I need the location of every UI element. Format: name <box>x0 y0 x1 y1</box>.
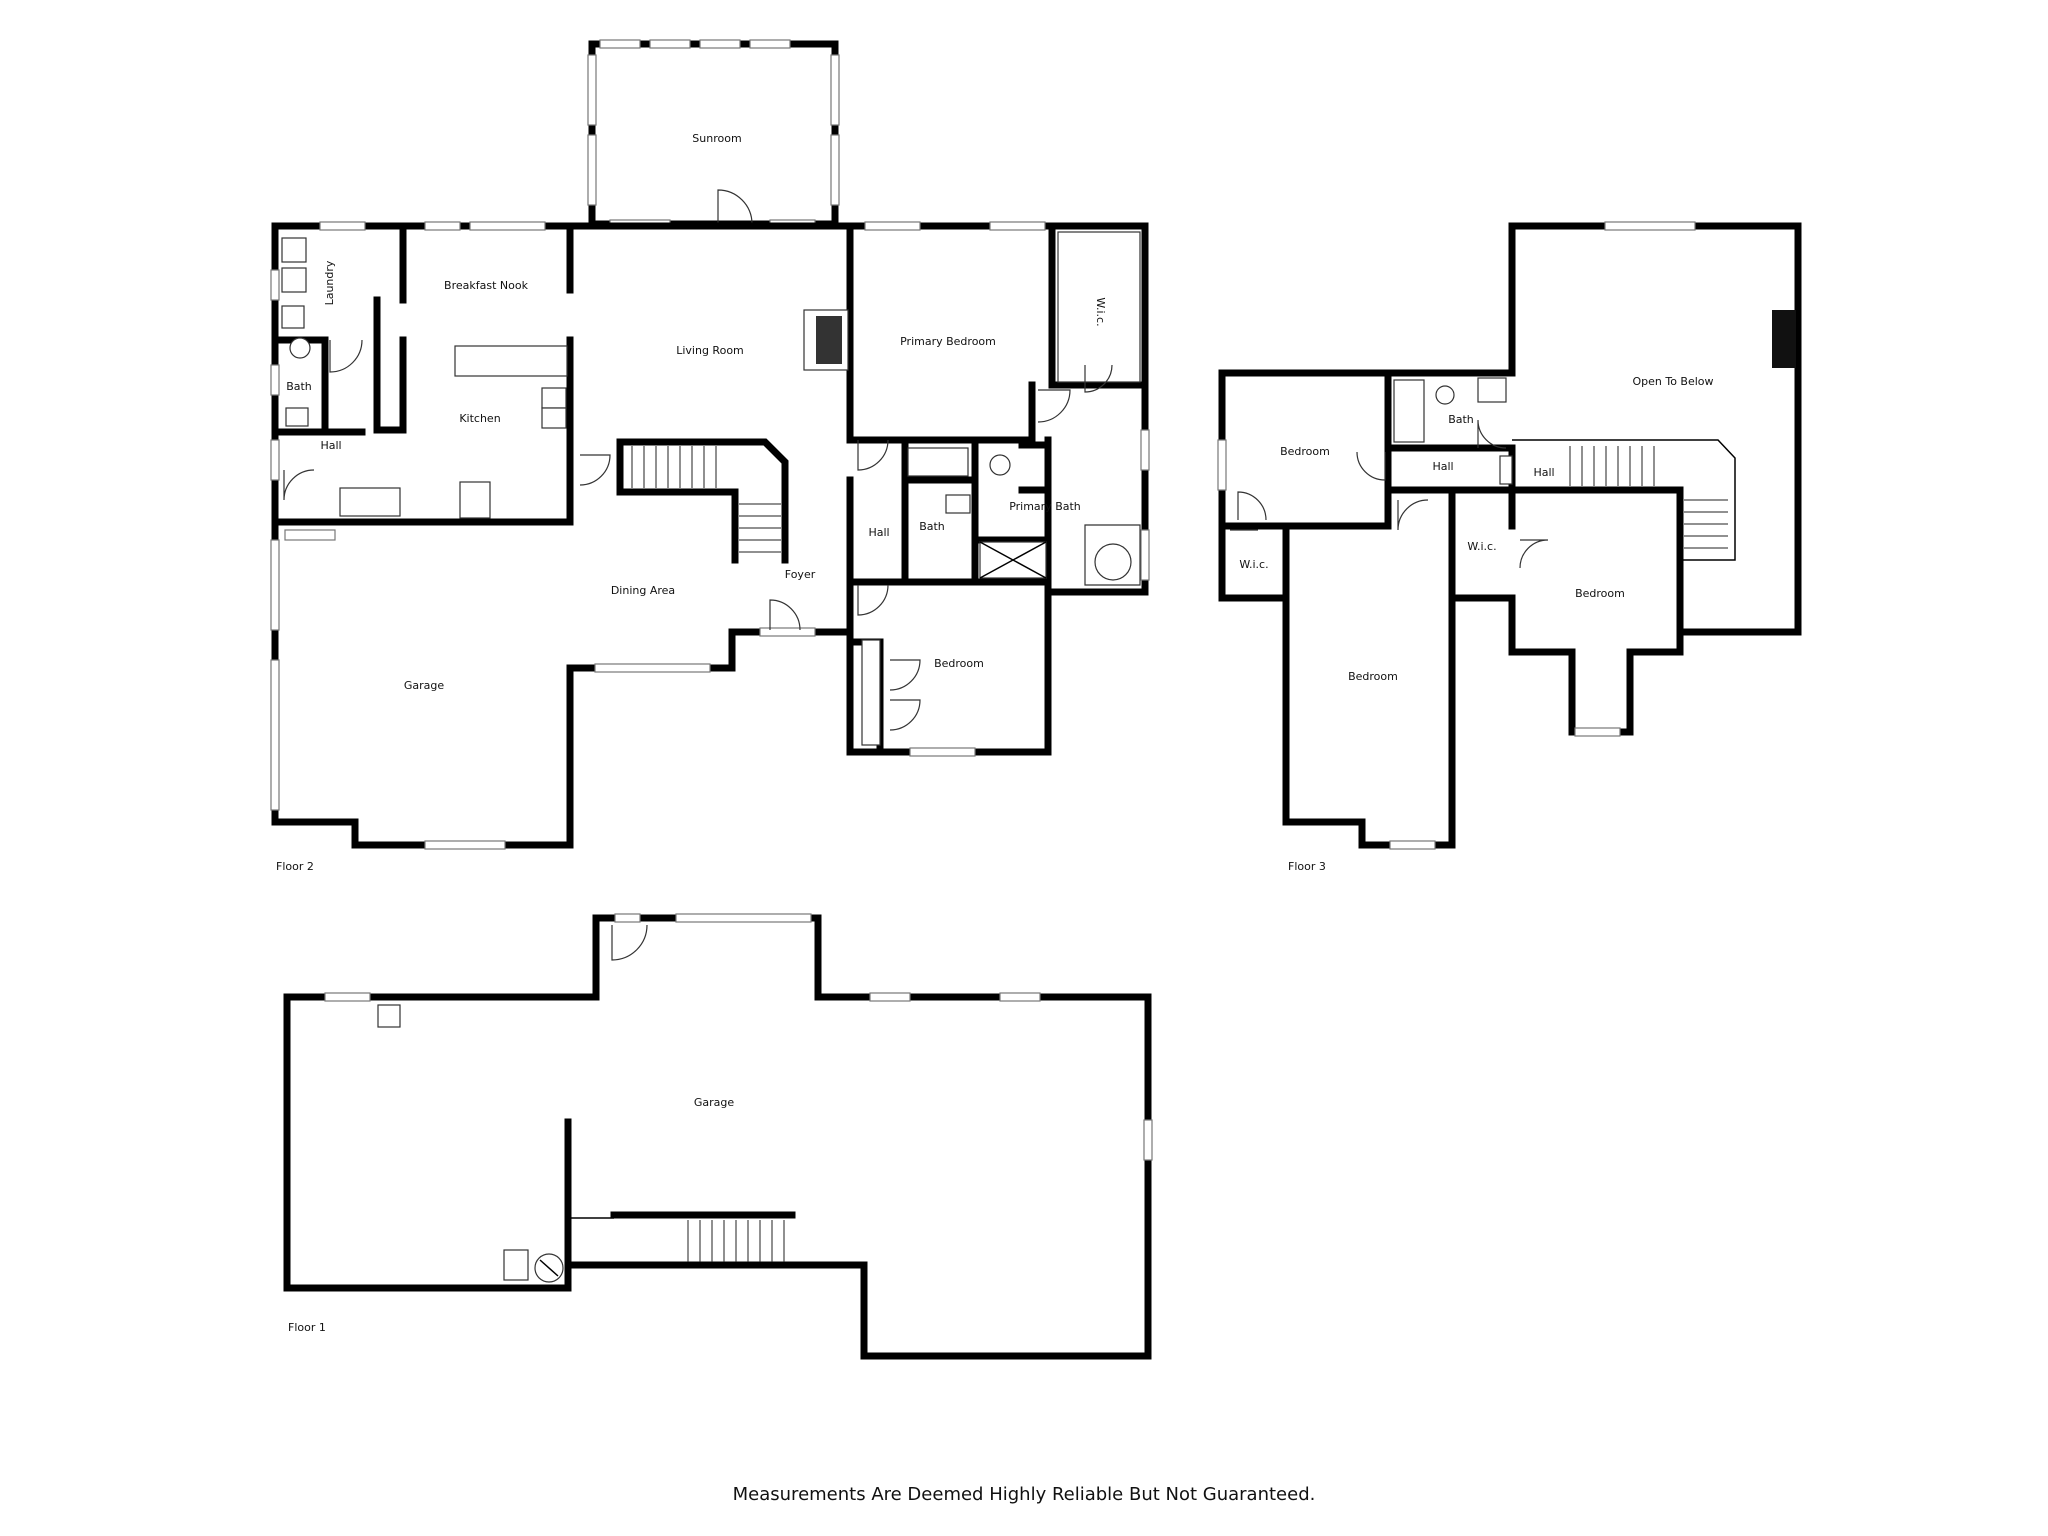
floor3-fireplace <box>1772 310 1796 368</box>
floor3-windows <box>1217 221 1696 850</box>
floor1-stairs <box>687 1220 785 1262</box>
room-label-bath-mid: Bath <box>919 520 945 533</box>
disclaimer-text: Measurements Are Deemed Highly Reliable … <box>732 1484 1316 1505</box>
room-label-hall-small-f3: Hall <box>1533 466 1554 479</box>
floor-3: Open To Below Bedroom Bath Hall Hall W.i… <box>1217 221 1802 873</box>
floor2-labels: Sunroom Laundry Breakfast Nook Living Ro… <box>276 132 1107 873</box>
floor1-outer-walls <box>283 914 1152 1360</box>
floor-2: Sunroom Laundry Breakfast Nook Living Ro… <box>270 39 1150 873</box>
room-label-primary-bedroom: Primary Bedroom <box>900 335 996 348</box>
room-label-bedroom-nw: Bedroom <box>1280 445 1330 458</box>
room-label-bath-left: Bath <box>286 380 312 393</box>
room-label-bedroom-center-f3: Bedroom <box>1348 670 1398 683</box>
room-label-sunroom: Sunroom <box>692 132 741 145</box>
floor1-windows <box>324 913 1153 1161</box>
floor1-fixtures <box>377 1004 564 1283</box>
room-label-hall-f3: Hall <box>1432 460 1453 473</box>
room-label-dining-area: Dining Area <box>611 584 675 597</box>
floor1-labels: Garage Floor 1 <box>288 1096 734 1334</box>
floor3-stairs <box>1569 446 1728 549</box>
floor2-stair-walls <box>616 438 789 564</box>
floor3-interior-walls <box>1218 369 1684 636</box>
floor3-fixtures <box>1393 377 1513 485</box>
room-label-bedroom-right-f3: Bedroom <box>1575 587 1625 600</box>
floor2-stairs <box>631 446 781 553</box>
floor3-labels: Open To Below Bedroom Bath Hall Hall W.i… <box>1239 375 1713 873</box>
floor-1: Garage Floor 1 <box>283 913 1153 1360</box>
room-label-wic-left-f3: W.i.c. <box>1239 558 1268 571</box>
room-label-wic-mid-f3: W.i.c. <box>1467 540 1496 553</box>
room-label-foyer: Foyer <box>785 568 816 581</box>
floor2-doors <box>283 339 1113 731</box>
floor3-doors <box>1230 419 1549 569</box>
floor-label-1: Floor 1 <box>288 1321 326 1334</box>
floor2-main-walls <box>271 222 1149 849</box>
room-label-garage-f1: Garage <box>694 1096 735 1109</box>
room-label-bath-f3: Bath <box>1448 413 1474 426</box>
room-label-kitchen: Kitchen <box>459 412 500 425</box>
sunroom-door[interactable] <box>717 189 753 225</box>
room-label-wic: W.i.c. <box>1094 297 1107 326</box>
room-label-breakfast-nook: Breakfast Nook <box>444 279 529 292</box>
floor2-fixtures <box>281 231 1141 746</box>
floor1-door[interactable] <box>611 924 648 961</box>
room-label-open-to-below: Open To Below <box>1632 375 1713 388</box>
room-label-living-room: Living Room <box>676 344 744 357</box>
room-label-bedroom-f2: Bedroom <box>934 657 984 670</box>
room-label-hall-left: Hall <box>320 439 341 452</box>
room-label-primary-bath: Primary Bath <box>1009 500 1081 513</box>
floor3-stair-rail <box>1512 439 1736 561</box>
room-label-garage-f2: Garage <box>404 679 445 692</box>
floor-label-3: Floor 3 <box>1288 860 1326 873</box>
floor-label-2: Floor 2 <box>276 860 314 873</box>
floor2-windows <box>270 221 1150 850</box>
room-label-hall-mid: Hall <box>868 526 889 539</box>
room-label-laundry: Laundry <box>323 260 336 305</box>
